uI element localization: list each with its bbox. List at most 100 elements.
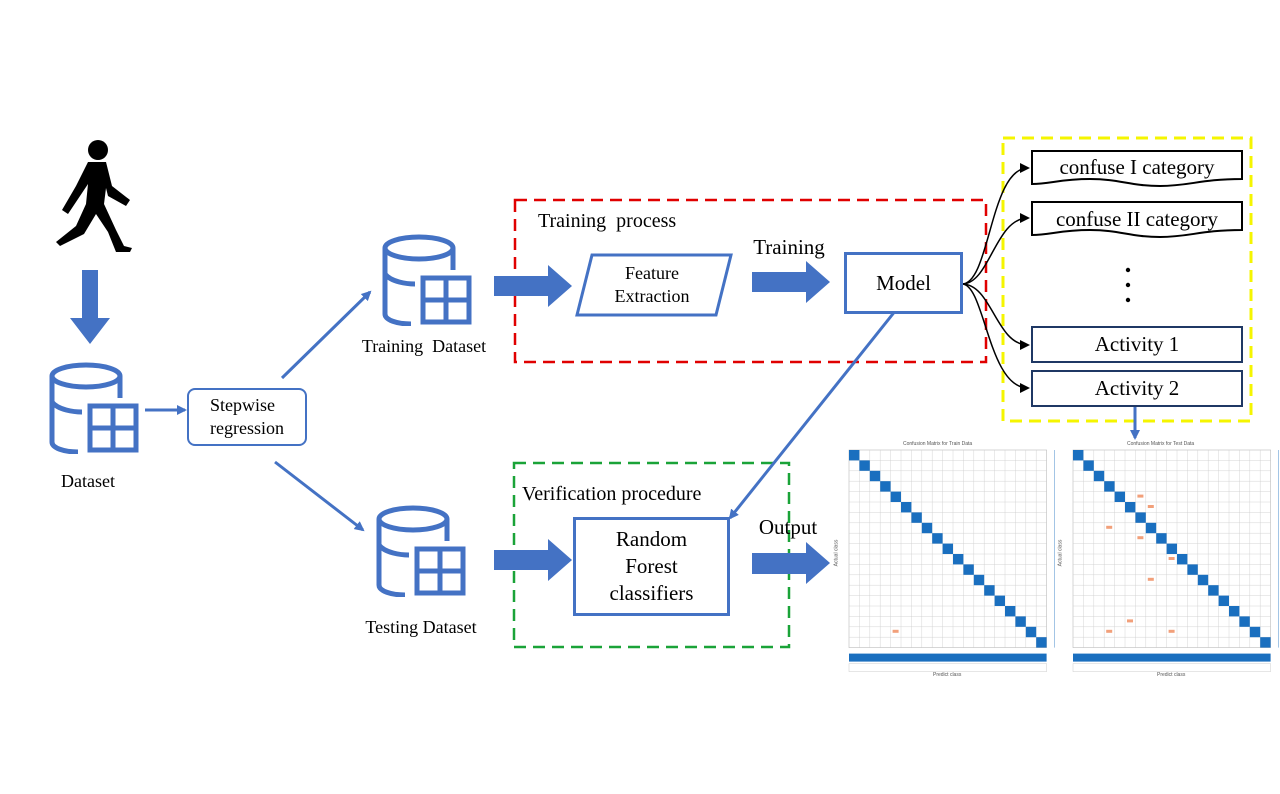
training-dataset-database-icon <box>382 234 472 326</box>
feature-extraction-shape <box>575 253 733 317</box>
cm-diagonal-cell <box>1218 595 1229 606</box>
cm-diagonal-cell <box>1083 460 1094 471</box>
cm-diagonal-cell <box>1093 470 1105 482</box>
rf-to-output-arrow <box>752 542 830 584</box>
activity-1-box: Activity 1 <box>1031 326 1243 363</box>
cm-diagonal-cell <box>994 595 1005 606</box>
confusion-matrix-train: Confusion Matrix for Train Data Predict … <box>833 440 1055 680</box>
cm-offdiag-cell <box>1168 557 1175 560</box>
cm-diagonal-cell <box>963 564 974 575</box>
cm-diagonal-cell <box>984 585 995 596</box>
stepwise-regression-label: Stepwise regression <box>210 394 284 438</box>
testing-dataset-label: Testing Dataset <box>365 617 477 637</box>
cm-diagonal-cell <box>1114 491 1125 502</box>
cm-diagonal-cell <box>1197 574 1209 586</box>
cm-offdiag-cell <box>1147 577 1154 581</box>
cm-diagonal-cell <box>1073 450 1084 461</box>
cm-diagonal-cell <box>1229 606 1240 617</box>
outputs-frame <box>1001 136 1253 423</box>
model-to-activity1-curve <box>961 283 1030 350</box>
cm-offdiag-cell <box>1147 505 1154 508</box>
model-box: Model <box>844 252 963 314</box>
cm-offdiag-cell <box>1168 629 1175 633</box>
cm-diagonal-cell <box>1135 512 1146 523</box>
dataset-database-icon <box>49 362 139 454</box>
model-to-rf-arrow <box>728 304 902 520</box>
stepwise-regression-box: Stepwise regression <box>187 388 307 446</box>
cm-diagonal-cell <box>1177 554 1188 565</box>
verification-procedure-label: Verification procedure <box>522 483 702 505</box>
cm-diagonal-cell <box>1187 564 1198 575</box>
cm-xlabel: Predict class <box>1157 672 1186 678</box>
cm-diagonal-cell <box>890 491 901 502</box>
cm-diagonal-cell <box>1005 606 1016 617</box>
random-forest-box: Random Forest classifiers <box>573 517 730 616</box>
cm-diagonal-cell <box>1104 481 1115 492</box>
training-dataset-to-feature-arrow <box>494 265 572 307</box>
model-to-confuse1-curve <box>961 163 1030 285</box>
stepwise-to-training-arrow <box>280 290 372 380</box>
confuse-1-banner <box>1031 150 1243 188</box>
cm-diagonal-cell <box>849 450 860 461</box>
cm-diagonal-cell <box>901 502 912 513</box>
cm-grid <box>848 449 1055 672</box>
dataset-label: Dataset <box>61 471 115 491</box>
cm-diagonal-cell <box>1036 637 1047 648</box>
cm-diagonal-cell <box>1239 616 1250 627</box>
cm-offdiag-cell <box>1106 629 1113 633</box>
stepwise-to-testing-arrow <box>274 460 365 532</box>
cm-diagonal-cell <box>1015 616 1026 627</box>
cm-diagonal-cell <box>911 512 922 523</box>
cm-xlabel: Predict class <box>933 672 962 678</box>
confuse-2-label: confuse II category <box>1055 207 1219 231</box>
cm-ylabel: Actual class <box>833 539 840 567</box>
cm-ylabel: Actual class <box>1057 539 1064 567</box>
cm-diagonal-cell <box>1166 543 1177 554</box>
activity-1-label: Activity 1 <box>1094 332 1180 356</box>
activity-2-label: Activity 2 <box>1094 376 1180 400</box>
cm-diagonal-cell <box>1260 637 1271 648</box>
model-to-activity2-curve <box>961 283 1030 393</box>
random-forest-label: Random Forest classifiers <box>609 526 694 606</box>
cm-diagonal-cell <box>942 543 953 554</box>
cm-summary-row <box>1072 663 1271 672</box>
cm-offdiag-cell <box>1137 494 1144 498</box>
cm-diagonal-cell <box>973 574 985 586</box>
training-arrow-label: Training <box>753 235 825 259</box>
testing-dataset-to-rf-arrow <box>494 539 572 581</box>
model-to-confuse2-curve <box>961 213 1030 285</box>
cm-diagonal-cell <box>932 533 943 544</box>
cm-offdiag-cell <box>1137 536 1144 540</box>
cm-diagonal-cell <box>880 481 891 492</box>
cm-title: Confusion Matrix for Test Data <box>1127 441 1195 447</box>
ellipsis-dot <box>1125 297 1131 303</box>
testing-dataset-database-icon <box>376 505 466 597</box>
cm-grid <box>1072 449 1279 672</box>
activity-2-box: Activity 2 <box>1031 370 1243 407</box>
training-process-label: Training process <box>538 210 677 232</box>
cm-summary-row <box>1073 653 1271 662</box>
cm-diagonal-cell <box>1156 533 1167 544</box>
cm-diagonal-cell <box>869 470 881 482</box>
cm-summary-row <box>848 663 1047 672</box>
confuse-2-banner <box>1031 201 1243 239</box>
cm-diagonal-cell <box>921 522 933 534</box>
feature-to-model-arrow <box>752 261 830 303</box>
walker-to-dataset-arrow <box>70 270 110 344</box>
cm-offdiag-cell <box>892 629 899 633</box>
cm-offdiag-cell <box>1106 525 1113 529</box>
cm-title: Confusion Matrix for Train Data <box>903 441 973 447</box>
cm-diagonal-cell <box>1249 626 1261 638</box>
cm-diagonal-cell <box>1025 626 1037 638</box>
cm-diagonal-cell <box>1145 522 1157 534</box>
ellipsis-dot <box>1125 282 1131 288</box>
walking-person-icon <box>56 140 132 252</box>
cm-diagonal-cell <box>953 554 964 565</box>
confuse-1-label: confuse I category <box>1059 155 1215 179</box>
model-label: Model <box>876 270 931 295</box>
cm-diagonal-cell <box>859 460 870 471</box>
cm-summary-row <box>849 653 1047 662</box>
cm-diagonal-cell <box>1125 502 1136 513</box>
